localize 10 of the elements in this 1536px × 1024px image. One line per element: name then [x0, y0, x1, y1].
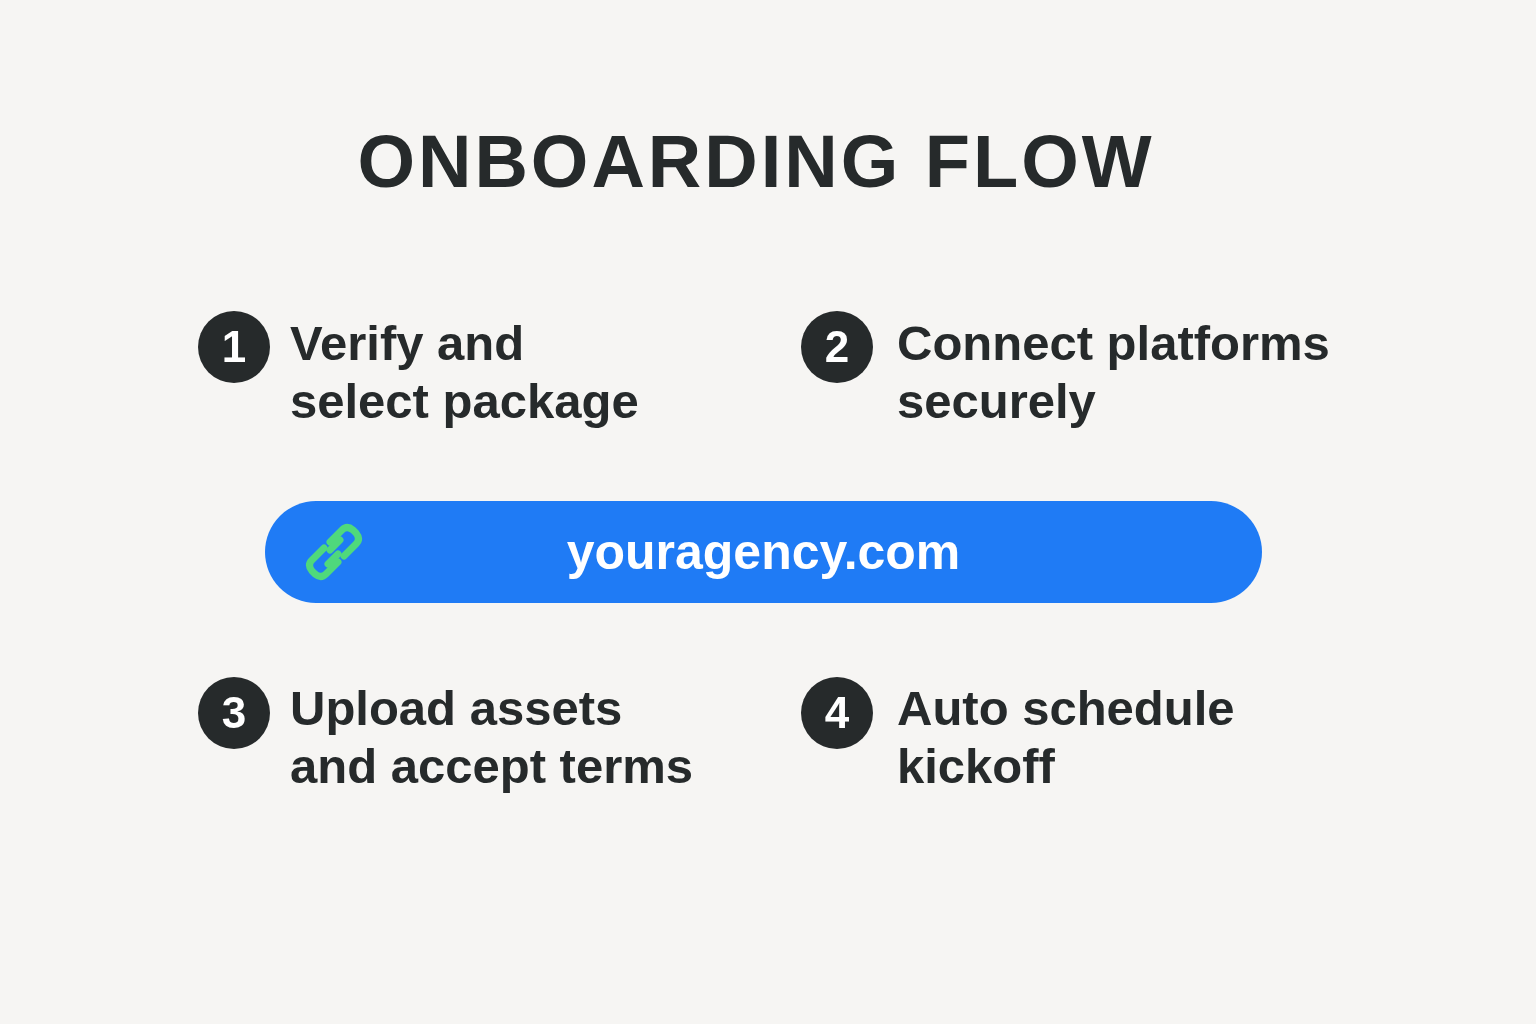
step-number: 1 — [198, 311, 270, 383]
step-label: Upload assets and accept terms — [290, 680, 695, 795]
step-label: Verify and select package — [290, 315, 640, 430]
url-text: youragency.com — [566, 524, 961, 580]
step-number: 3 — [198, 677, 270, 749]
step-label: Connect platforms securely — [897, 315, 1331, 430]
step-number: 2 — [801, 311, 873, 383]
step-label: Auto schedule kickoff — [897, 680, 1236, 795]
title: ONBOARDING FLOW — [357, 119, 1155, 205]
step-number: 4 — [801, 677, 873, 749]
